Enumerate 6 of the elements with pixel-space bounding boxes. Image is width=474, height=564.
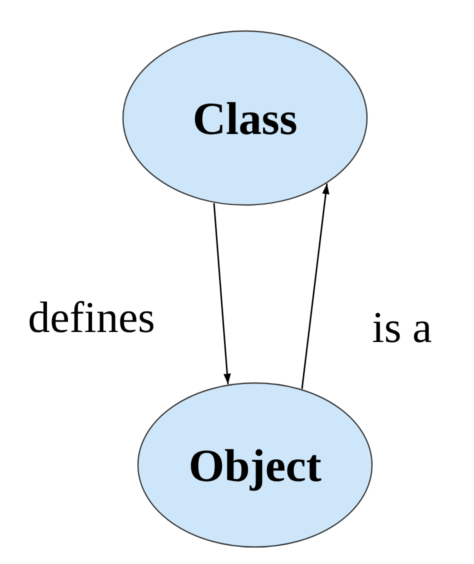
ellipse-node bbox=[122, 30, 368, 206]
arrow bbox=[213, 203, 231, 384]
node-label: Object bbox=[188, 438, 322, 492]
node-label: Class bbox=[192, 92, 298, 144]
ellipse-node bbox=[137, 382, 373, 548]
arrow bbox=[301, 184, 330, 389]
